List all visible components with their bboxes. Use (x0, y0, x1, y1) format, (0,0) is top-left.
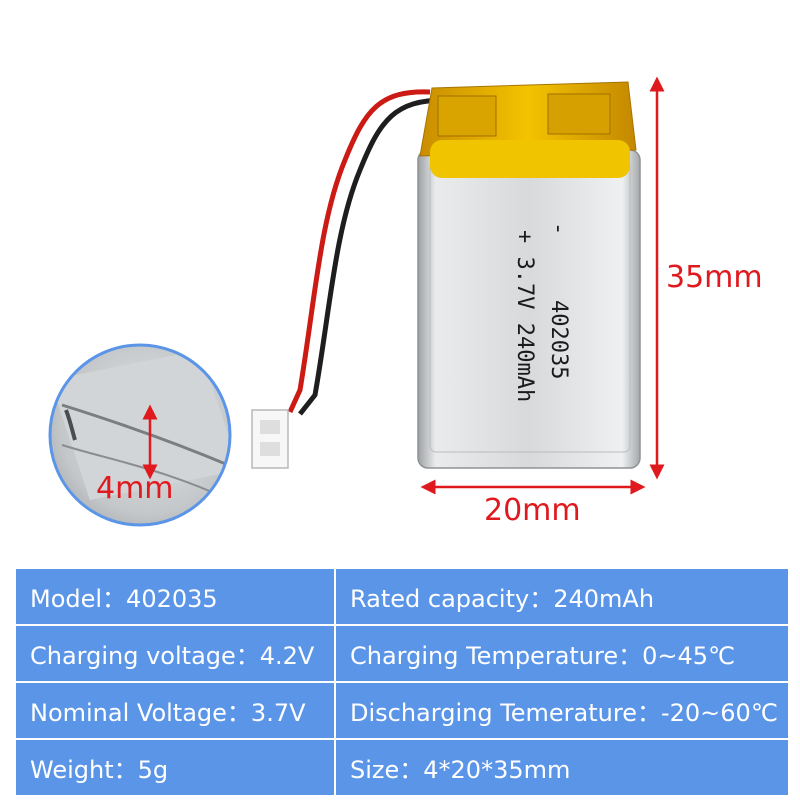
spec-cell: Model：402035 (14, 567, 336, 626)
spec-cell: Nominal Voltage：3.7V (14, 681, 336, 740)
product-image: + 3.7V 240mAh 402035 - 35mm 20mm 4mm (48, 76, 763, 528)
thickness-zoom-circle (48, 343, 232, 527)
spec-table: Model：402035 Rated capacity：240mAh Charg… (14, 567, 790, 797)
battery-body: + 3.7V 240mAh 402035 - (417, 81, 641, 469)
black-wire (298, 97, 446, 416)
spec-cell: Charging Temperature：0~45℃ (334, 624, 790, 683)
height-dimension-label: 35mm (666, 260, 763, 295)
spec-cell: Size：4*20*35mm (334, 738, 790, 797)
battery-print-model: 402035 (546, 300, 571, 379)
red-wire (287, 89, 431, 414)
spec-cell: Weight：5g (14, 738, 336, 797)
spec-cell: Charging voltage：4.2V (14, 624, 336, 683)
battery-print-rating: + 3.7V 240mAh (512, 230, 537, 402)
table-row: Model：402035 Rated capacity：240mAh (14, 567, 790, 626)
width-dimension-label: 20mm (484, 493, 581, 528)
table-row: Nominal Voltage：3.7V Discharging Temerat… (14, 681, 790, 740)
battery-print-minus: - (546, 222, 571, 235)
battery-illustration: + 3.7V 240mAh 402035 - (48, 76, 665, 527)
table-row: Charging voltage：4.2V Charging Temperatu… (14, 624, 790, 683)
table-row: Weight：5g Size：4*20*35mm (14, 738, 790, 797)
spec-cell: Discharging Temerature：-20~60℃ (334, 681, 790, 740)
spec-cell: Rated capacity：240mAh (334, 567, 790, 626)
connector-plug (251, 409, 289, 469)
thickness-dimension-label: 4mm (96, 471, 174, 506)
